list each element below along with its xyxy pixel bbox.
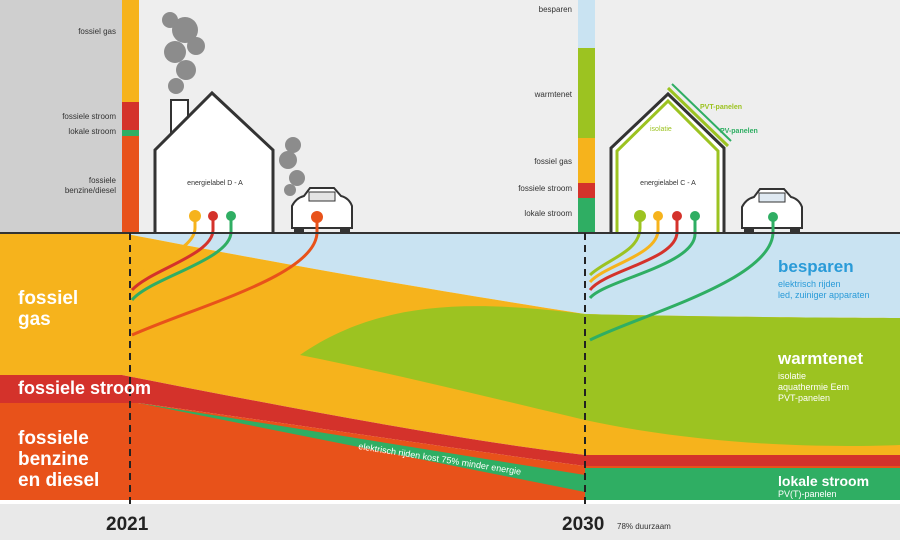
fuel-connection-dot — [311, 211, 323, 223]
left-bar-lokaal — [122, 130, 139, 136]
warmtenet-connection-dot — [634, 210, 646, 222]
left-bar-label-gas: fossiel gas — [78, 27, 116, 36]
flow-label-warmtenet: warmtenet — [778, 349, 864, 368]
right-bar-label-stroom: fossiele stroom — [518, 184, 572, 193]
benzine-diesel-band — [0, 403, 900, 500]
pv-panelen-label: PV-panelen — [720, 128, 758, 135]
left-bar-label-lokaal: lokale stroom — [68, 127, 116, 136]
smoke-icon — [162, 12, 205, 94]
lokaal-connection-dot-2030 — [690, 211, 700, 221]
isolatie-label: isolatie — [650, 126, 672, 133]
right-bar-label-gas: fossiel gas — [534, 157, 572, 166]
right-bar-stroom — [578, 183, 595, 198]
gas-connection-dot-2030 — [653, 211, 663, 221]
solar-panel-icon — [666, 83, 732, 148]
pvt-panelen-label: PVT-panelen — [700, 104, 743, 111]
house-2021-label: energielabel D - A — [187, 180, 243, 187]
right-bar-label-lokaal: lokale stroom — [524, 209, 572, 218]
besparen-band — [0, 233, 900, 318]
stroom-connection-dot — [208, 211, 218, 221]
right-bar-lokaal — [578, 198, 595, 233]
car-2021-icon — [291, 187, 353, 233]
connections-2021 — [130, 216, 319, 337]
gas-connection-dot — [189, 210, 201, 222]
house-2021-icon — [153, 90, 275, 233]
connections-2030 — [588, 216, 775, 342]
house-2030-icon — [609, 91, 726, 233]
left-bar-label-stroom: fossiele stroom — [62, 112, 116, 121]
flow-sub-besparen: elektrisch rijden led, zuiniger apparate… — [778, 279, 870, 300]
right-bar-gas — [578, 138, 595, 183]
axis-band — [0, 504, 900, 540]
flow-label-gas: fossiel gas — [18, 288, 79, 330]
left-bar-gas — [122, 0, 139, 102]
flow-sub-warmtenet: isolatie aquathermie Eem PVT-panelen — [778, 371, 850, 403]
warmtenet-band — [300, 306, 900, 446]
ev-connection-dot-2030 — [768, 212, 778, 222]
flow-label-lokale-stroom: lokale stroom — [778, 473, 870, 489]
left-panel-bg — [0, 0, 122, 233]
flow-label-besparen: besparen — [778, 257, 854, 276]
year-2021-label: 2021 — [106, 514, 149, 535]
fossiele-stroom-band — [0, 375, 900, 466]
left-bar-benzine — [122, 136, 139, 233]
car-2030-icon — [741, 188, 803, 233]
flow-sub-lokale-stroom: PV(T)-panelen — [778, 489, 837, 499]
flow-label-stroom: fossiele stroom — [18, 378, 152, 398]
right-bar-besparen — [578, 0, 595, 48]
lokale-stroom-band — [138, 403, 900, 500]
lokaal-connection-dot — [226, 211, 236, 221]
year-2030-label: 2030 — [562, 514, 605, 535]
right-bar-label-warmtenet: warmtenet — [534, 90, 572, 99]
duurzaam-label: 78% duurzaam — [617, 522, 671, 531]
right-bar-warmtenet — [578, 48, 595, 138]
left-bar-stroom — [122, 102, 139, 130]
flow-label-benzine: fossiele benzine en diesel — [18, 428, 100, 491]
left-bar-label-benzine: fossiele benzine/diesel — [64, 176, 116, 195]
car-smoke-icon — [279, 137, 305, 196]
house-2030-label: energielabel C - A — [640, 180, 696, 187]
stroom-connection-dot-2030 — [672, 211, 682, 221]
right-bar-label-besparen: besparen — [538, 5, 572, 14]
